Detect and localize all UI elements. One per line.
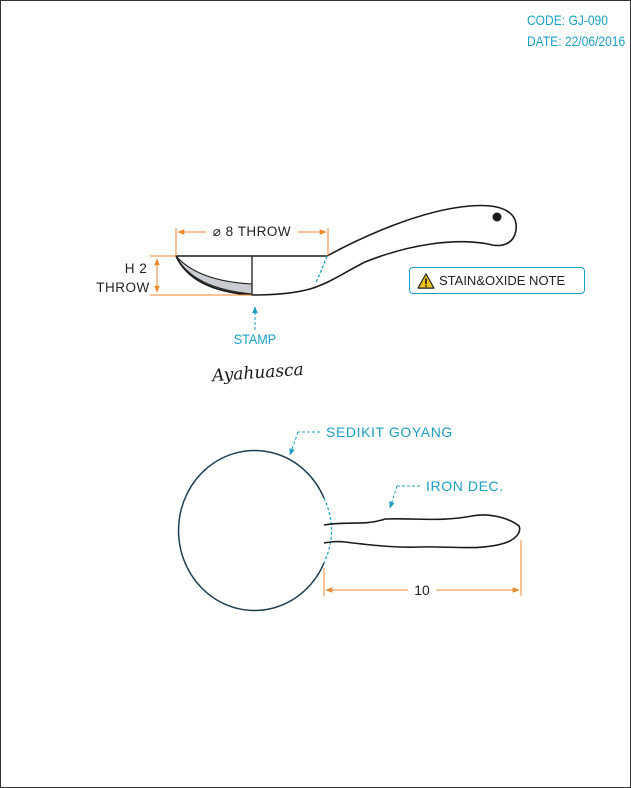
diameter-label: ⌀ 8 THROW [213, 224, 291, 239]
handle-callout-label: IRON DEC. [426, 478, 504, 494]
stamp-callout: STAMP [234, 306, 277, 347]
stain-oxide-note: STAIN&OXIDE NOTE [409, 267, 585, 294]
bowl-callout: SEDIKIT GOYANG [289, 424, 453, 456]
top-view-spoon [177, 449, 521, 612]
bowl-callout-label: SEDIKIT GOYANG [326, 424, 453, 440]
signature-logo: Ayahuasca [209, 360, 304, 386]
spoon-side-outline [174, 204, 517, 296]
side-view-spoon [174, 204, 517, 296]
diameter-dimension: ⌀ 8 THROW [175, 224, 329, 256]
bowl-dashed-arc [323, 497, 333, 564]
warning-icon [417, 272, 435, 289]
neck-dashed-line [315, 255, 328, 283]
handle-length-label: 10 [414, 582, 430, 598]
code-label: CODE: GJ-090 [526, 12, 608, 28]
handle-callout: IRON DEC. [389, 478, 504, 509]
height-dimension: H 2 THROW [96, 255, 252, 296]
height-label-line1: H 2 [125, 261, 148, 276]
title-block: CODE: GJ-090 DATE: 22/06/2016 [527, 10, 625, 52]
hanging-hole [492, 212, 502, 222]
handle-outline [323, 514, 521, 549]
stamp-label: STAMP [234, 331, 277, 347]
date-label: DATE: 22/06/2016 [526, 33, 625, 49]
bowl-outline [177, 449, 325, 612]
handle-length-dimension: 10 [323, 540, 522, 598]
note-label: STAIN&OXIDE NOTE [439, 273, 566, 288]
height-label-line2: THROW [96, 280, 150, 295]
